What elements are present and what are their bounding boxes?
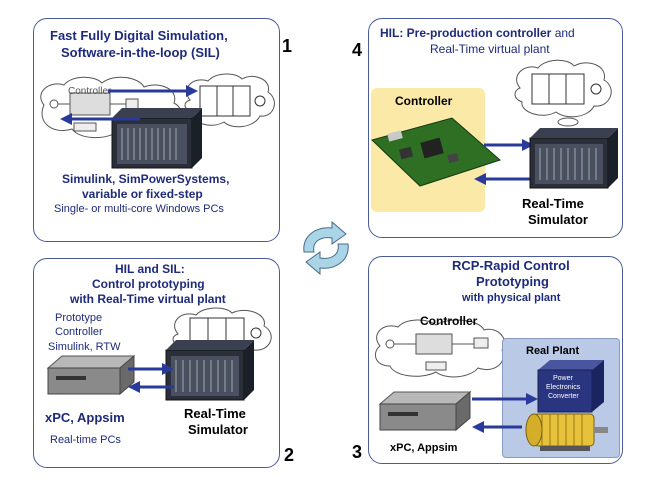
panel3-number: 3 xyxy=(352,442,363,462)
panel1-footer-line2: variable or fixed-step xyxy=(82,187,203,201)
panel2-sim-line2: Simulator xyxy=(188,422,248,437)
panel4-number: 4 xyxy=(352,40,363,60)
panel3-xpc-label: xPC, Appsim xyxy=(390,442,458,454)
panel2-arrow-right xyxy=(128,363,174,375)
panel4-controller-label: Controller xyxy=(395,94,453,108)
panel2-title-line3: with Real-Time virtual plant xyxy=(70,292,226,306)
panel4-controller-board xyxy=(371,117,501,187)
panel1-title-line1: Fast Fully Digital Simulation, xyxy=(50,28,228,43)
panel4-sim-line2: Simulator xyxy=(528,212,588,227)
panel3-xpc-pc xyxy=(378,390,472,432)
panel4-cloud-plant xyxy=(514,59,612,127)
panel4-sim-line1: Real-Time xyxy=(522,196,584,211)
panel3-real-plant-label: Real Plant xyxy=(526,345,580,357)
panel4-title-text: HIL: Pre-production controller xyxy=(380,26,552,40)
panel4-arrow-left xyxy=(474,173,530,185)
panel2-rt-pcs: Real-time PCs xyxy=(50,434,121,446)
panel2-xpc-label: xPC, Appsim xyxy=(45,410,125,425)
panel1-number: 1 xyxy=(282,36,293,56)
panel3-arrow-right xyxy=(472,393,538,405)
cycle-arrows-icon xyxy=(303,220,349,276)
panel2-proto-line3: Simulink, RTW xyxy=(48,341,121,353)
panel1-arrow-left xyxy=(60,113,140,125)
panel4-title-line2: Real-Time virtual plant xyxy=(430,42,550,56)
panel3-converter-line1: Power xyxy=(553,375,573,382)
panel4-simulator xyxy=(529,128,618,189)
panel2-number: 2 xyxy=(284,445,295,465)
panel1-controller-label: Controller xyxy=(68,86,112,97)
panel2-proto-line1: Prototype xyxy=(55,312,103,324)
panel3-converter-line3: Converter xyxy=(548,393,579,400)
panel1-footer-line3: Single- or multi-core Windows PCs xyxy=(54,203,224,215)
panel1-arrow-right xyxy=(108,85,198,97)
panel2-simulator xyxy=(165,340,254,401)
panel2-title-line2: Control prototyping xyxy=(92,277,205,291)
panel3-title-line3: with physical plant xyxy=(462,292,561,304)
panel3-motor xyxy=(525,413,608,451)
panel3-controller-label: Controller xyxy=(420,314,478,328)
panel4-arrow-right xyxy=(484,139,534,151)
panel1-title-line2: Software-in-the-loop (SIL) xyxy=(61,45,220,60)
panel1-footer-line1: Simulink, SimPowerSystems, xyxy=(62,172,230,186)
panel2-proto-line2: Controller xyxy=(55,326,103,338)
panel2-title-line1: HIL and SIL: xyxy=(115,262,185,276)
panel2-sim-line1: Real-Time xyxy=(184,406,246,421)
panel4-title-line1: HIL: Pre-production controller and xyxy=(380,26,575,40)
panel4-title-and: and xyxy=(554,26,575,40)
panel3-converter-line2: Electronics xyxy=(546,384,581,391)
panel3-arrow-left xyxy=(472,421,522,433)
panel3-title-line2: Prototyping xyxy=(476,274,549,289)
panel2-xpc-pc xyxy=(46,354,136,396)
panel1-simulator xyxy=(111,108,202,169)
panel3-converter xyxy=(537,360,604,413)
panel3-cloud-controller xyxy=(374,319,506,378)
panel1-cloud-plant xyxy=(184,73,275,128)
panel3-title-line1: RCP-Rapid Control xyxy=(452,258,570,273)
panel2-arrow-left xyxy=(128,381,174,393)
